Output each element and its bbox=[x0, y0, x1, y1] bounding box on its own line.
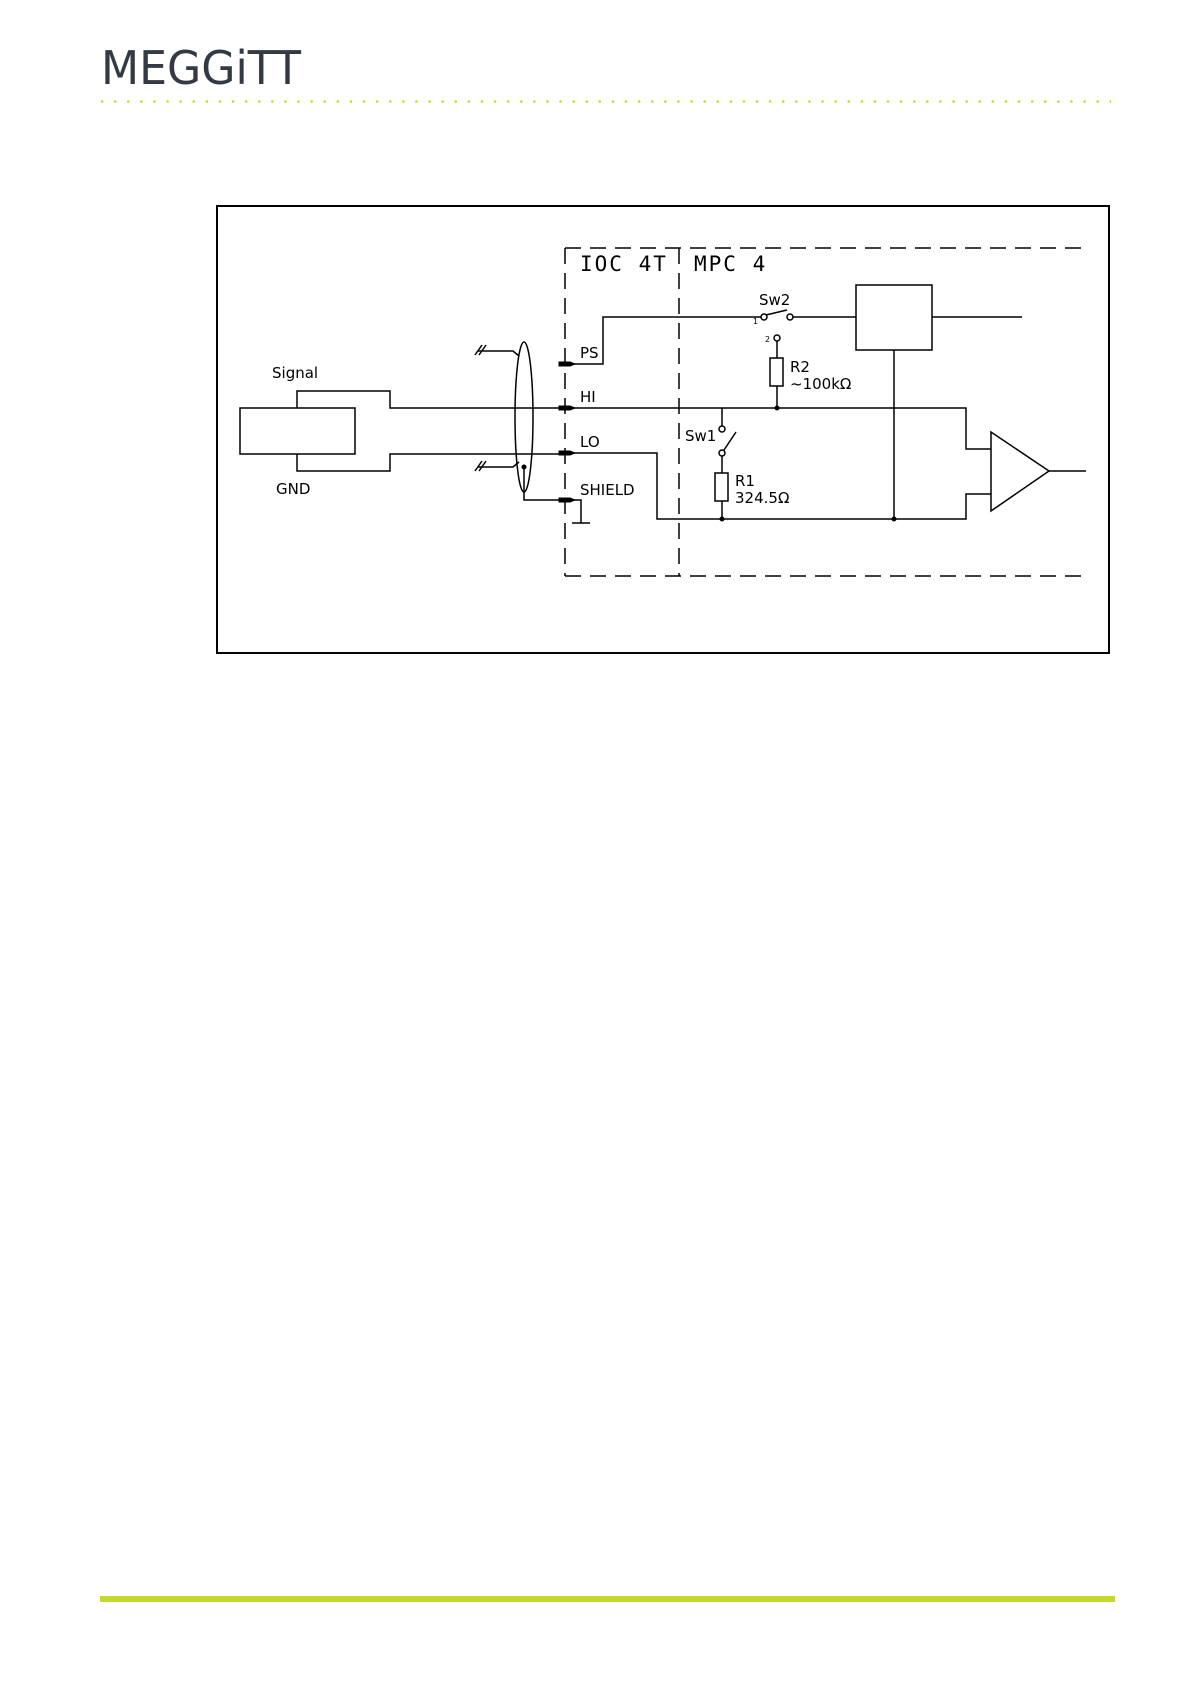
amplifier-symbol bbox=[991, 432, 1049, 511]
shield-wire bbox=[524, 467, 581, 523]
pin-ps-label: PS bbox=[580, 344, 599, 362]
module-boundary bbox=[565, 248, 1086, 576]
mpc-zone-label: MPC 4 bbox=[694, 252, 767, 276]
pin-hi-label: HI bbox=[580, 388, 596, 406]
sw2-contact-2 bbox=[774, 335, 780, 341]
sw2-blade bbox=[766, 310, 787, 315]
meggitt-logo: MEGGiTT bbox=[101, 38, 303, 90]
sw1-contact-bottom bbox=[719, 450, 725, 456]
sw2-position-2: 2 bbox=[765, 335, 770, 344]
junction-dot bbox=[720, 517, 724, 521]
sw1-blade bbox=[724, 432, 736, 450]
r2-value: ~100kΩ bbox=[790, 375, 851, 393]
sw2-label: Sw2 bbox=[759, 291, 790, 309]
r2-label: R2 bbox=[790, 358, 810, 376]
ioc-zone-label: IOC 4T bbox=[580, 252, 668, 276]
gnd-label: GND bbox=[276, 480, 310, 498]
pin-shield-terminal bbox=[559, 498, 575, 502]
sw2-position-1: 1 bbox=[753, 317, 758, 326]
sw1-contact-top bbox=[719, 426, 725, 432]
pin-lo-label: LO bbox=[580, 433, 600, 451]
hi-wire bbox=[565, 408, 991, 449]
pin-lo-terminal bbox=[559, 451, 575, 455]
footer-divider bbox=[100, 1596, 1115, 1602]
pin-ps-terminal bbox=[559, 362, 575, 366]
cable-top-lead bbox=[478, 351, 519, 356]
pin-shield-label: SHIELD bbox=[580, 481, 635, 499]
r1-label: R1 bbox=[735, 472, 755, 490]
r1-resistor bbox=[715, 473, 728, 501]
sw2-contact-common bbox=[787, 314, 793, 320]
sensor-top-wire bbox=[297, 391, 565, 408]
r2-resistor bbox=[770, 358, 783, 386]
sw1-label: Sw1 bbox=[685, 427, 716, 445]
sensor-box bbox=[240, 408, 355, 454]
junction-dot bbox=[522, 465, 526, 469]
r1-value: 324.5Ω bbox=[735, 489, 789, 507]
junction-dot bbox=[775, 406, 779, 410]
logo-text: MEGGiTT bbox=[101, 41, 302, 90]
signal-label: Signal bbox=[272, 364, 318, 382]
processing-block bbox=[856, 285, 932, 350]
pin-hi-terminal bbox=[559, 406, 575, 410]
header-dotted-divider bbox=[101, 100, 1111, 103]
wiring-schematic: IOC 4T MPC 4 Signal GND PS HI LO SHIELD … bbox=[216, 205, 1110, 654]
junction-dot bbox=[892, 517, 896, 521]
